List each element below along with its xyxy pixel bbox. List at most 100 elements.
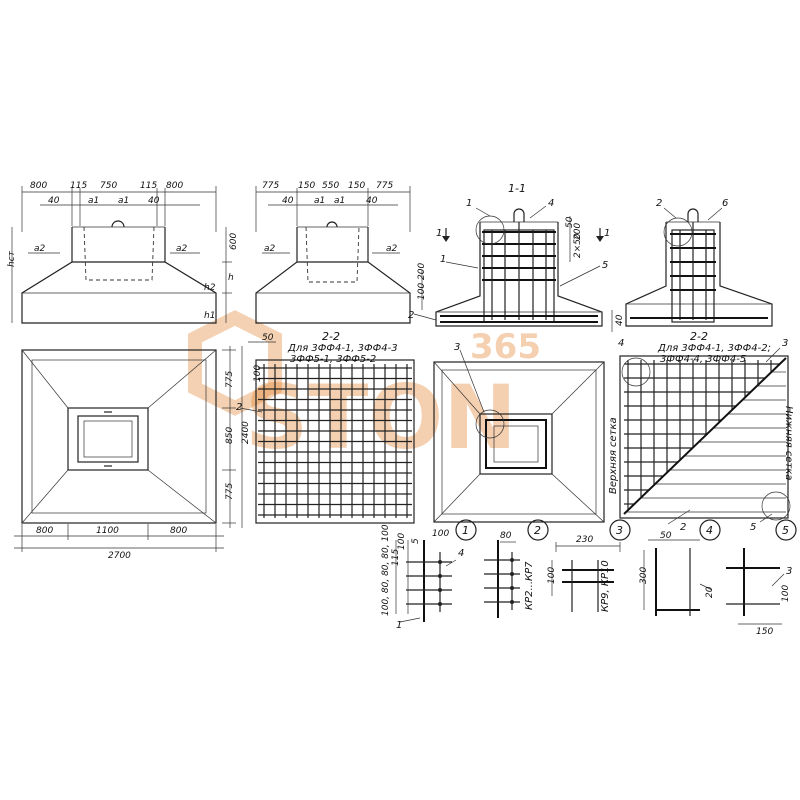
- plan-dim-850: 850: [225, 427, 235, 444]
- mesh-b-grid: [624, 360, 786, 513]
- elevation-a-dims: 800 115 750 115 800 40 a1 a1 40 a2 a2 hс…: [7, 181, 239, 321]
- detail-3: [551, 519, 631, 612]
- dim-b-775-right: 775: [376, 181, 393, 191]
- plan-dim-2700: 2700: [108, 551, 131, 561]
- plan-dim-800-right: 800: [170, 526, 187, 536]
- mesh-a-dim-100: 100: [253, 365, 263, 382]
- plan-view-b-labels: 3: [454, 342, 460, 353]
- elevation-a: [11, 186, 232, 324]
- detail-2-labels: 2 80 КР2...КР7: [500, 524, 541, 610]
- plan-b-marker-3: 3: [454, 342, 460, 353]
- s11-dim-2x50: 2×50: [573, 233, 583, 258]
- detail-5-dim-150: 150: [756, 627, 773, 637]
- dim-a-600: 600: [229, 233, 239, 250]
- detail-5-number: 5: [782, 524, 789, 537]
- dim-a-a2-right: a2: [176, 244, 188, 254]
- plan-view-a-dims: 800 1100 800 2700 775 850 775 2400: [36, 371, 251, 561]
- detail-1-dim-100b: 100: [397, 533, 407, 550]
- dim-a-hst: hст: [7, 250, 17, 267]
- mesh-b-marker-2: 2: [680, 522, 686, 533]
- dim-a-800-right: 800: [166, 181, 183, 191]
- mesh-b-note-1: Для 3ФФ4-1, 3ФФ4-2;: [657, 343, 771, 354]
- mesh-a-dim-50: 50: [262, 333, 274, 343]
- dim-b-150-left: 150: [298, 181, 315, 191]
- dim-a-115-right: 115: [140, 181, 157, 191]
- dim-a-40-left: 40: [48, 196, 60, 206]
- detail-5-marker-3: 3: [786, 566, 792, 577]
- detail-2: [484, 519, 549, 618]
- mesh-section-b: [619, 347, 791, 525]
- mesh-section-a-labels: 2-2 Для 3ФФ4-1, 3ФФ4-3 3ФФ5-1, 3ФФ5-2 50…: [236, 330, 398, 413]
- elevation-b: [255, 186, 411, 324]
- watermark-number: 365: [470, 327, 541, 367]
- s11-dim-200b: 200: [417, 263, 427, 280]
- dim-b-a1-left: a1: [314, 196, 325, 206]
- dim-a-h2: h2: [204, 283, 216, 293]
- plan-dim-775-top: 775: [225, 371, 235, 388]
- dim-a-a1-right: a1: [118, 196, 129, 206]
- dim-a-40-right: 40: [148, 196, 160, 206]
- detail-3-labels: 3 230 100 КР9, КР10: [547, 524, 623, 612]
- s22e-marker-6: 6: [722, 198, 728, 209]
- plan-dim-775-bottom: 775: [225, 483, 235, 500]
- detail-5: [726, 519, 797, 625]
- detail-4-number: 4: [706, 524, 713, 537]
- detail-1-marker-4: 4: [458, 548, 464, 559]
- s11-dim-200: 200: [573, 223, 583, 240]
- detail-1-marker-1: 1: [396, 620, 402, 631]
- detail-4-dim-300: 300: [639, 567, 649, 584]
- plan-dim-800-left: 800: [36, 526, 53, 536]
- detail-4-labels: 4 50 300 20: [639, 524, 715, 598]
- s11-marker-1b: 1: [440, 254, 446, 265]
- detail-1-dim-100: 100: [432, 529, 449, 539]
- dim-a-750: 750: [100, 181, 117, 191]
- s11-marker-5: 5: [602, 260, 608, 271]
- detail-4-dim-50: 50: [660, 531, 672, 541]
- s22e-marker-2: 2: [656, 198, 662, 209]
- plan-dim-1100: 1100: [96, 526, 119, 536]
- s11-cut-1-right: 1: [604, 228, 610, 239]
- watermark-logo: STON 365: [188, 310, 541, 469]
- plan-view-a: [14, 346, 243, 552]
- mesh-b-marker-3: 3: [782, 338, 788, 349]
- section-1-1-title: 1-1: [508, 182, 526, 195]
- s11-marker-2: 2: [408, 310, 414, 321]
- detail-4: [643, 519, 721, 616]
- s11-marker-4: 4: [548, 198, 554, 209]
- section-2-2-elevation: [625, 207, 773, 327]
- detail-2-note: КР2...КР7: [524, 561, 535, 610]
- mesh-b-title: 2-2: [690, 330, 708, 343]
- s11-dim-40: 40: [615, 314, 625, 326]
- mesh-a-note-1: Для 3ФФ4-1, 3ФФ4-3: [287, 343, 398, 354]
- mesh-a-note-2: 3ФФ5-1, 3ФФ5-2: [290, 354, 376, 365]
- detail-1-dim-series: 100, 80, 80, 80, 100: [381, 524, 391, 616]
- dim-a-115-left: 115: [70, 181, 87, 191]
- mesh-b-marker-4: 4: [618, 338, 624, 349]
- s11-dim-100: 100: [417, 283, 427, 300]
- dim-b-40-right: 40: [366, 196, 378, 206]
- section-1-1: [413, 205, 613, 332]
- dim-a-h: h: [228, 273, 234, 283]
- dim-b-a2-right: a2: [386, 244, 398, 254]
- detail-3-dim-100: 100: [547, 567, 557, 584]
- mesh-section-b-labels: 2-2 Для 3ФФ4-1, 3ФФ4-2; 3ФФ4-4, 3ФФ4-5 3…: [608, 330, 794, 533]
- elevation-b-dims: 775 150 550 150 775 40 a1 a1 40 a2 a2: [262, 181, 398, 254]
- mesh-a-grid: [258, 364, 412, 518]
- plan-dim-2400: 2400: [241, 421, 251, 444]
- dim-a-a1-left: a1: [88, 196, 99, 206]
- mesh-b-lower-label: Нижняя сетка: [783, 406, 794, 480]
- mesh-a-marker-2: 2: [236, 402, 242, 413]
- detail-5-labels: 5 150 100 3: [756, 524, 792, 637]
- dim-b-40-left: 40: [282, 196, 294, 206]
- dim-b-150-right: 150: [348, 181, 365, 191]
- s11-marker-1: 1: [466, 198, 472, 209]
- detail-4-dim-20: 20: [705, 586, 715, 598]
- detail-2-dim-80: 80: [500, 531, 512, 541]
- detail-3-dim-230: 230: [576, 535, 593, 545]
- dim-a-h1: h1: [204, 311, 215, 321]
- detail-1-labels: 1 100 5 100 115 100, 80, 80, 80, 100 4 1: [381, 524, 469, 631]
- mesh-a-title: 2-2: [322, 330, 340, 343]
- dim-a-a2-left: a2: [34, 244, 46, 254]
